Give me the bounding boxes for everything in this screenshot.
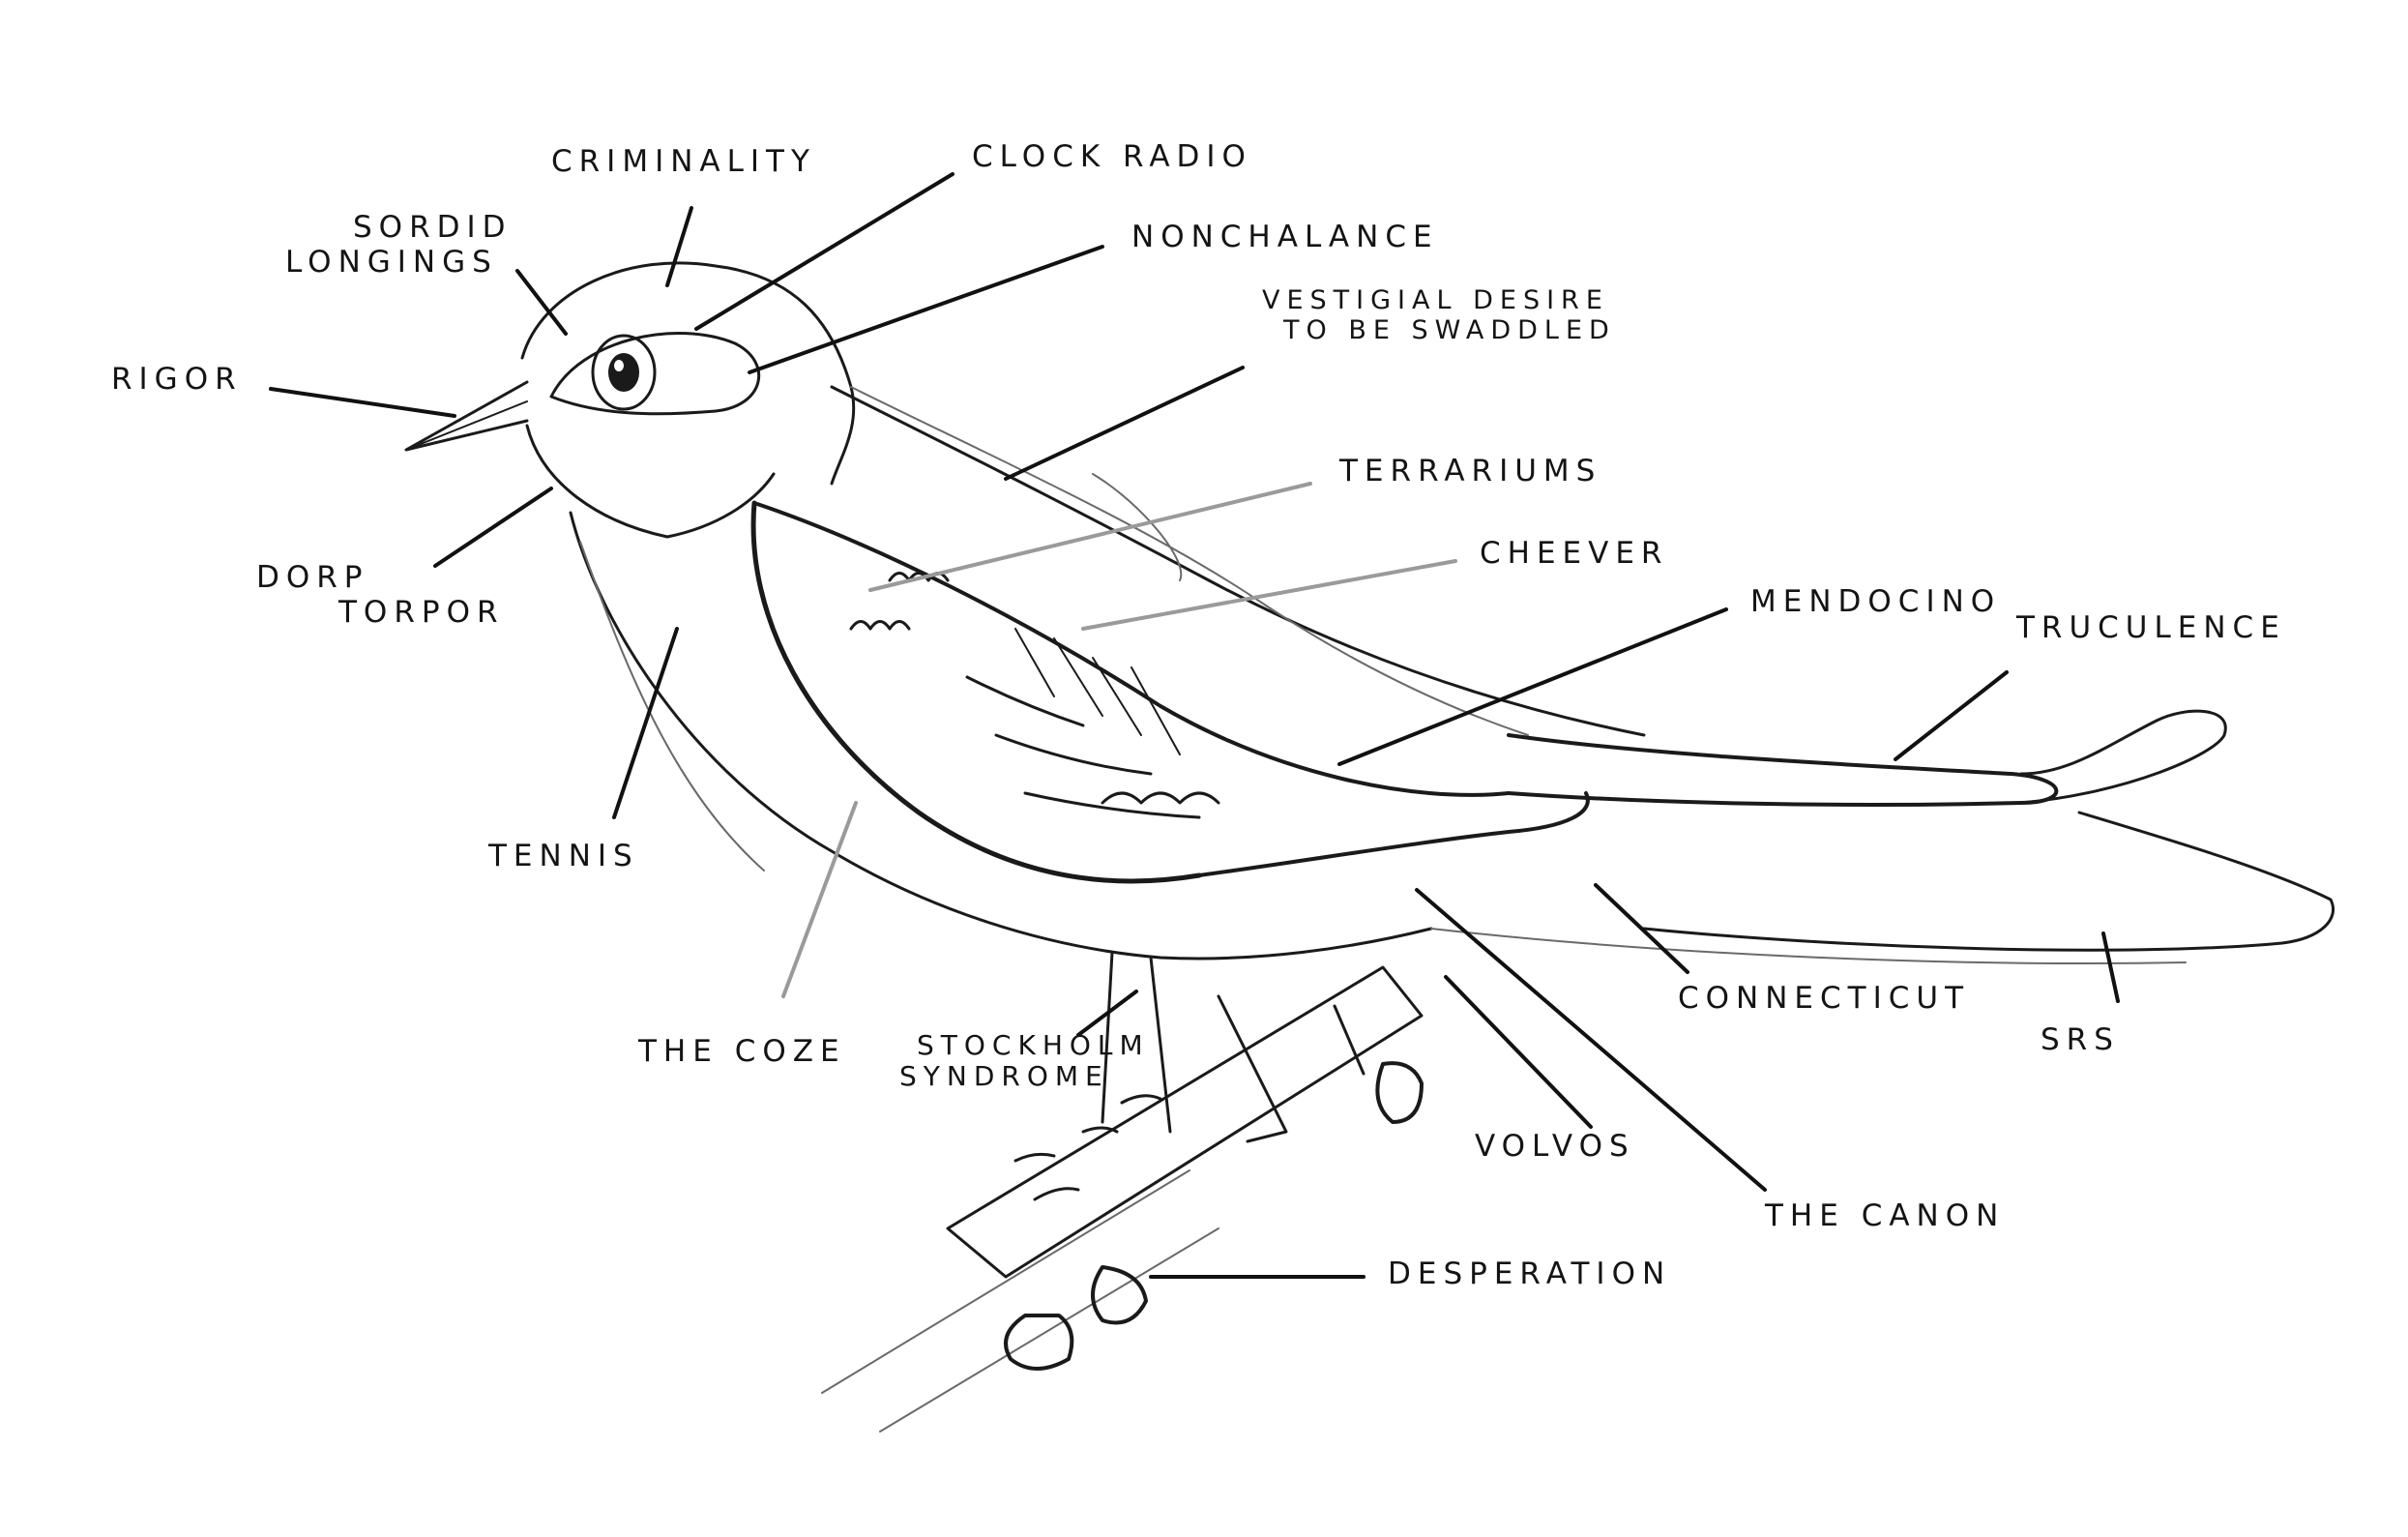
leader-criminality	[665, 206, 693, 287]
label-clock-radio: CLOCK RADIO	[972, 139, 1252, 174]
label-the-canon: THE CANON	[1765, 1198, 2006, 1233]
legs	[1101, 951, 1366, 1143]
leader-clock-radio	[694, 172, 954, 331]
leader-nonchalance	[748, 245, 1104, 374]
leader-the-canon	[1415, 888, 1767, 1192]
leader-terrariums	[868, 482, 1312, 592]
label-desperation: DESPERATION	[1388, 1256, 1672, 1291]
leader-truculence	[1894, 670, 2009, 761]
label-truculence: TRUCULENCE	[2016, 610, 2286, 645]
leader-srs	[2101, 931, 2120, 1003]
label-sordid-longings-line2: LONGINGS	[285, 244, 498, 280]
label-nonchalance: NONCHALANCE	[1131, 220, 1439, 254]
label-vestigial-desire-line1: VESTIGIAL DESIRE	[1262, 285, 1609, 315]
leader-vestigial-desire	[1004, 366, 1245, 481]
label-dorp-torpor-line2: TORPOR	[338, 594, 505, 630]
label-vestigial-desire: VESTIGIAL DESIRE TO BE SWADDLED	[1262, 285, 1616, 345]
label-sordid-longings-line1: SORDID	[353, 210, 513, 245]
label-sordid-longings: SORDID LONGINGS	[285, 210, 513, 280]
leader-stockholm-syndrome	[1076, 990, 1138, 1037]
leader-lines	[269, 172, 2120, 1279]
label-srs: SRS	[2041, 1022, 2120, 1057]
label-rigor: RIGOR	[111, 362, 243, 397]
label-volvos: VOLVOS	[1475, 1129, 1635, 1164]
label-dorp-torpor: DORP TORPOR	[256, 560, 505, 630]
label-connecticut: CONNECTICUT	[1678, 981, 1971, 1016]
leader-mendocino	[1337, 607, 1728, 766]
label-stockholm-syndrome: STOCKHOLM SYNDROME	[899, 1029, 1150, 1093]
label-vestigial-desire-line2: TO BE SWADDLED	[1283, 315, 1616, 346]
label-criminality: CRIMINALITY	[551, 144, 816, 179]
label-the-coze: THE COZE	[638, 1034, 846, 1069]
label-terrariums: TERRARIUMS	[1339, 454, 1602, 488]
label-stockholm-syndrome-line2: SYNDROME	[899, 1060, 1109, 1093]
leader-dorp-torpor	[433, 487, 553, 568]
label-mendocino: MENDOCINO	[1750, 584, 2002, 619]
bird-body	[404, 261, 2335, 964]
label-tennis: TENNIS	[488, 839, 639, 873]
leader-tennis	[612, 627, 679, 819]
leader-sordid-longings	[515, 269, 568, 336]
leader-connecticut	[1594, 883, 1689, 974]
leader-rigor	[269, 387, 456, 418]
branch	[821, 965, 1424, 1433]
label-cheever: CHEEVER	[1480, 536, 1669, 571]
leader-cheever	[1081, 559, 1457, 631]
label-stockholm-syndrome-line1: STOCKHOLM	[917, 1029, 1150, 1061]
leader-the-coze	[781, 801, 858, 998]
leader-volvos	[1444, 975, 1593, 1129]
label-dorp-torpor-line1: DORP	[256, 560, 369, 595]
